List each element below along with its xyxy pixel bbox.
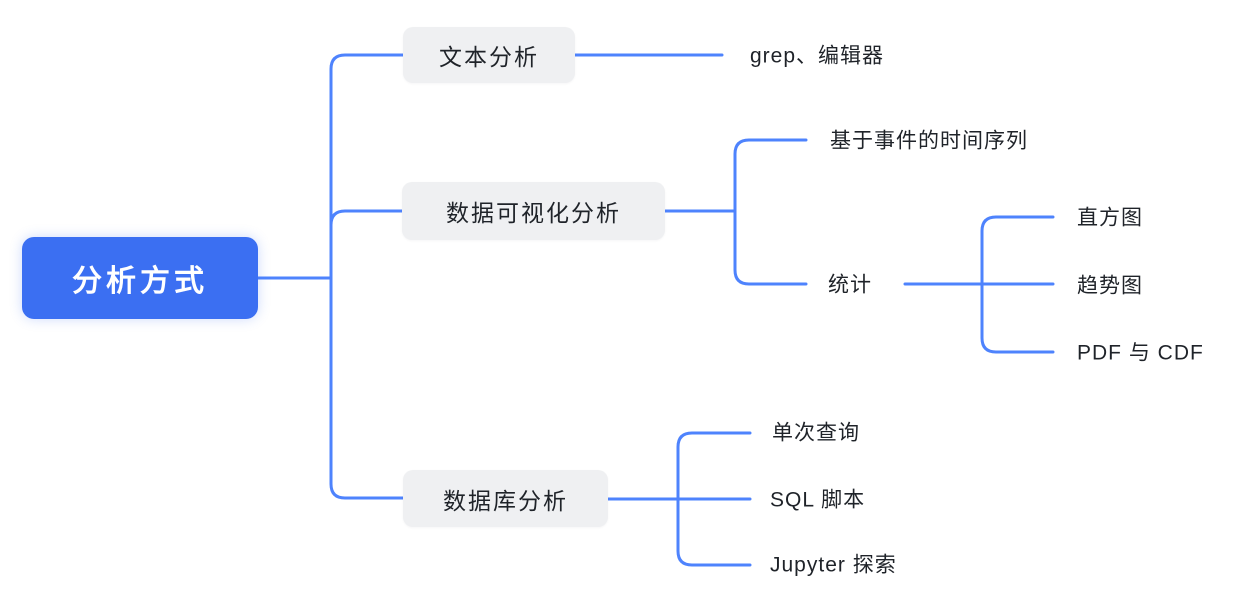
connector-db-spine: [676, 431, 752, 567]
node-pdf-cdf[interactable]: PDF 与 CDF: [1077, 341, 1204, 365]
node-single-query[interactable]: 单次查询: [772, 421, 860, 445]
node-histogram[interactable]: 直方图: [1077, 206, 1143, 230]
node-grep-editor[interactable]: grep、编辑器: [750, 44, 885, 68]
connector-viz-spine: [733, 138, 808, 286]
node-statistics[interactable]: 统计: [828, 273, 872, 297]
node-analysis-methods[interactable]: 分析方式: [22, 237, 258, 319]
node-sql-script[interactable]: SQL 脚本: [770, 488, 866, 512]
connector-spine-to-viz: [329, 209, 404, 227]
node-data-visualization-analysis[interactable]: 数据可视化分析: [402, 182, 665, 240]
connector-main-spine: [329, 53, 405, 500]
node-event-based-time-series[interactable]: 基于事件的时间序列: [830, 129, 1028, 153]
node-text-analysis[interactable]: 文本分析: [403, 27, 575, 83]
node-database-analysis[interactable]: 数据库分析: [403, 470, 608, 527]
node-jupyter-exploration[interactable]: Jupyter 探索: [770, 553, 897, 577]
connector-stats-spine: [980, 215, 1055, 354]
node-trend-chart[interactable]: 趋势图: [1077, 274, 1143, 298]
